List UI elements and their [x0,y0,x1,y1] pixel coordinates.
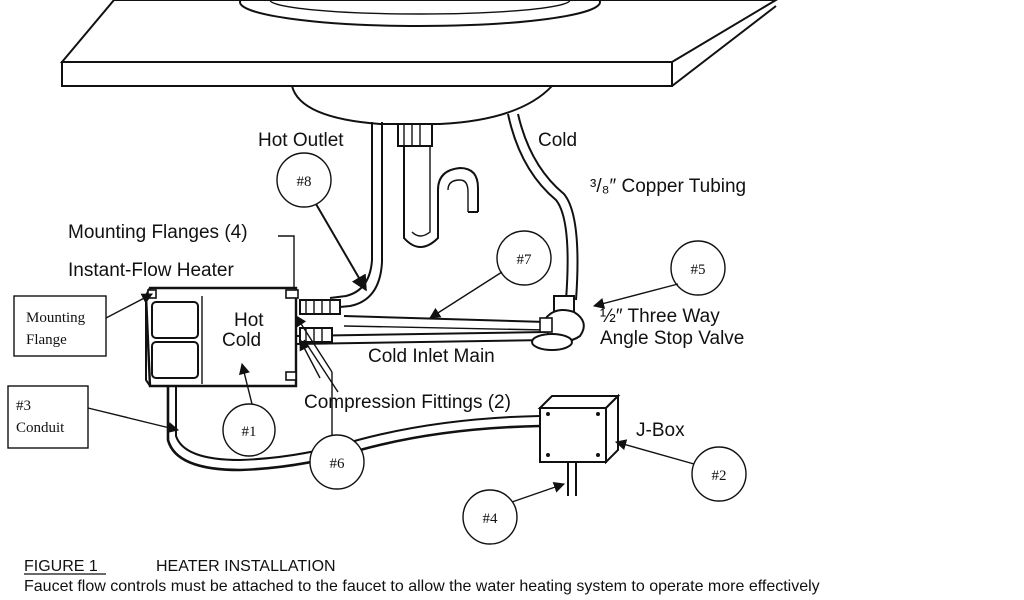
label-cold-side: Cold [222,330,261,351]
label-instant-flow-heater: Instant-Flow Heater [68,260,234,281]
figure-caption-text: Faucet flow controls must be attached to… [24,578,820,595]
label-j-box: J-Box [636,420,685,441]
callout-8: #8 [276,152,367,292]
j-box [537,393,621,496]
leader-mounting-flanges [278,235,295,288]
svg-text:#1: #1 [242,424,257,440]
conduit-box: #3 Conduit [7,385,180,449]
label-cold: Cold [538,130,577,151]
svg-text:#5: #5 [691,262,706,278]
mounting-flange-box: Mounting Flange [13,293,153,357]
callout-5: #5 [592,240,726,309]
callout-6: #6 [295,315,365,490]
label-mounting-flanges: Mounting Flanges (4) [68,222,248,243]
figure-title: HEATER INSTALLATION [156,558,336,575]
label-hot: Hot [234,310,264,331]
label-cold-inlet-main: Cold Inlet Main [368,346,495,367]
figure-number: FIGURE 1 [24,558,98,575]
countertop [59,0,778,87]
instant-flow-heater-unit [144,286,299,388]
callout-4: #4 [462,482,566,545]
label-hot-outlet: Hot Outlet [258,130,344,151]
angle-stop-valve [531,295,585,351]
cold-copper-tubing [507,113,579,301]
compression-fittings [299,299,341,343]
label-three-way: ½″ Three Way [600,306,720,327]
svg-text:Flange: Flange [26,332,67,348]
p-trap-drain [397,123,479,248]
svg-text:Mounting: Mounting [26,310,86,326]
svg-text:#8: #8 [297,174,312,190]
svg-text:#2: #2 [712,468,727,484]
sink-basin [291,85,553,125]
svg-text:#6: #6 [330,456,346,472]
callout-2: #2 [614,439,747,502]
svg-text:Conduit: Conduit [16,420,65,436]
cold-inlet-main-pipe [295,315,549,345]
label-compression-fittings: Compression Fittings (2) [304,392,511,413]
svg-text:#7: #7 [517,252,533,268]
label-copper-tubing: ³/₈″ Copper Tubing [590,176,746,197]
callout-1: #1 [222,362,276,457]
callout-7: #7 [429,230,552,319]
label-angle-stop-valve: Angle Stop Valve [600,328,744,349]
svg-text:#3: #3 [16,398,31,414]
svg-text:#4: #4 [483,511,499,527]
